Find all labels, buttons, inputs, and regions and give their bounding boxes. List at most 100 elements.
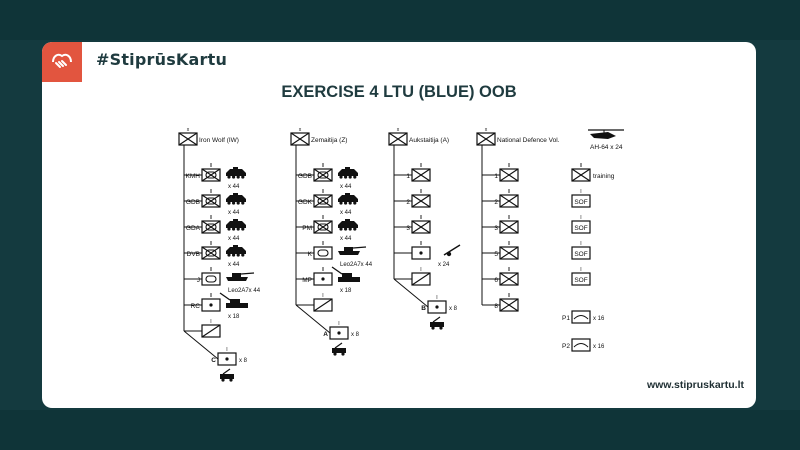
svg-text:II: II: [210, 189, 213, 195]
unit-symbol: II: [499, 241, 519, 260]
svg-text:I: I: [580, 267, 581, 273]
vehicle-icon: [331, 266, 360, 282]
slide-title: EXERCISE 4 LTU (BLUE) OOB: [281, 83, 517, 101]
svg-text:I: I: [322, 293, 323, 299]
unit-count: x 44: [340, 236, 352, 242]
presentation-slide: #StiprūsKartu EXERCISE 4 LTU (BLUE) OOB …: [42, 42, 756, 408]
unit-count: x 44: [340, 210, 352, 216]
svg-text:SOF: SOF: [574, 251, 587, 258]
unit-label: J: [197, 277, 200, 284]
vehicle-icon: [226, 167, 246, 179]
extra-unit-label: training: [593, 173, 615, 180]
unit-symbol: II: [313, 241, 333, 260]
extra-unit-symbol: SOF I: [571, 189, 591, 208]
unit-symbol: I: [313, 293, 333, 312]
unit-label: 3: [406, 225, 410, 232]
formation-name-3: National Defence Vol.: [497, 137, 560, 144]
vehicle-icon: [226, 272, 255, 281]
unit-symbol: II: [313, 189, 333, 208]
unit-label: 1: [406, 173, 410, 180]
support-count: x 8: [351, 332, 360, 338]
hq-symbol-0: x: [178, 127, 198, 146]
unit-symbol: II: [499, 189, 519, 208]
unit-label: RC: [191, 303, 201, 310]
support-symbol: I: [217, 347, 237, 366]
truck-icon: [220, 368, 234, 382]
formation-name-2: Aukstaitija (A): [409, 137, 449, 144]
support-branch-line: [183, 330, 219, 360]
unit-symbol: II: [499, 267, 519, 286]
svg-text:II: II: [580, 163, 583, 169]
support-count: x 8: [449, 306, 458, 312]
unit-symbol: II: [201, 189, 221, 208]
unit-symbol: I: [201, 319, 221, 338]
svg-text:SOF: SOF: [574, 199, 587, 206]
unit-label: 3: [494, 225, 498, 232]
svg-text:SOF: SOF: [574, 277, 587, 284]
svg-text:I: I: [580, 189, 581, 195]
unit-symbol: II: [313, 163, 333, 182]
handshake-icon: [52, 53, 72, 68]
unit-label: 8: [494, 303, 498, 310]
unit-count: x 44: [228, 262, 240, 268]
brand-hashtag: #StiprūsKartu: [96, 50, 228, 69]
support-label: A: [323, 331, 328, 338]
truck-icon: [332, 342, 346, 356]
air-unit-symbol: [571, 338, 591, 352]
unit-symbol: II: [411, 189, 431, 208]
svg-text:II: II: [322, 241, 325, 247]
unit-symbol: II: [201, 293, 221, 312]
unit-label: KMH: [186, 173, 201, 180]
unit-count: x 18: [228, 314, 240, 320]
svg-text:I: I: [226, 347, 227, 353]
svg-text:x: x: [485, 127, 488, 133]
vehicle-icon: [443, 244, 461, 257]
support-branch-line: [295, 304, 331, 334]
unit-label: 1: [494, 173, 498, 180]
vehicle-icon: [338, 167, 358, 179]
vehicle-icon: [338, 246, 367, 255]
video-frame-top: [0, 0, 800, 40]
unit-count: Leo2A7x 44: [228, 288, 261, 294]
svg-text:I: I: [210, 319, 211, 325]
vehicle-icon: [226, 219, 246, 231]
vehicle-icon: [219, 292, 248, 308]
unit-label: 5: [494, 251, 498, 258]
unit-symbol: II: [201, 163, 221, 182]
unit-count: x 18: [340, 288, 352, 294]
svg-text:II: II: [322, 163, 325, 169]
vehicle-icon: [338, 219, 358, 231]
svg-text:II: II: [210, 293, 213, 299]
svg-text:II: II: [508, 189, 511, 195]
unit-label: GDB: [186, 199, 200, 206]
unit-label: GDK: [298, 199, 313, 206]
svg-text:II: II: [210, 215, 213, 221]
svg-text:II: II: [508, 267, 511, 273]
hq-symbol-3: x: [476, 127, 496, 146]
svg-text:II: II: [210, 241, 213, 247]
unit-symbol: II: [411, 163, 431, 182]
unit-symbol: II: [313, 215, 333, 234]
svg-text:I: I: [420, 267, 421, 273]
unit-symbol: II: [411, 241, 431, 260]
svg-text:II: II: [420, 215, 423, 221]
svg-text:II: II: [508, 241, 511, 247]
svg-text:II: II: [508, 163, 511, 169]
air-unit-count: x 16: [593, 344, 605, 350]
svg-text:SOF: SOF: [574, 225, 587, 232]
hq-symbol-1: x: [290, 127, 310, 146]
svg-text:I: I: [580, 241, 581, 247]
support-symbol: I: [427, 295, 447, 314]
unit-label: PM: [302, 225, 312, 232]
unit-label: K: [308, 251, 313, 258]
unit-count: x 24: [438, 262, 450, 268]
extra-unit-symbol: II: [571, 163, 591, 182]
support-label: C: [211, 357, 216, 364]
vehicle-icon: [226, 245, 246, 257]
unit-label: GDA: [186, 225, 201, 232]
unit-symbol: II: [499, 163, 519, 182]
unit-count: x 44: [228, 236, 240, 242]
helicopter-icon: [588, 129, 624, 139]
unit-count: x 44: [228, 184, 240, 190]
